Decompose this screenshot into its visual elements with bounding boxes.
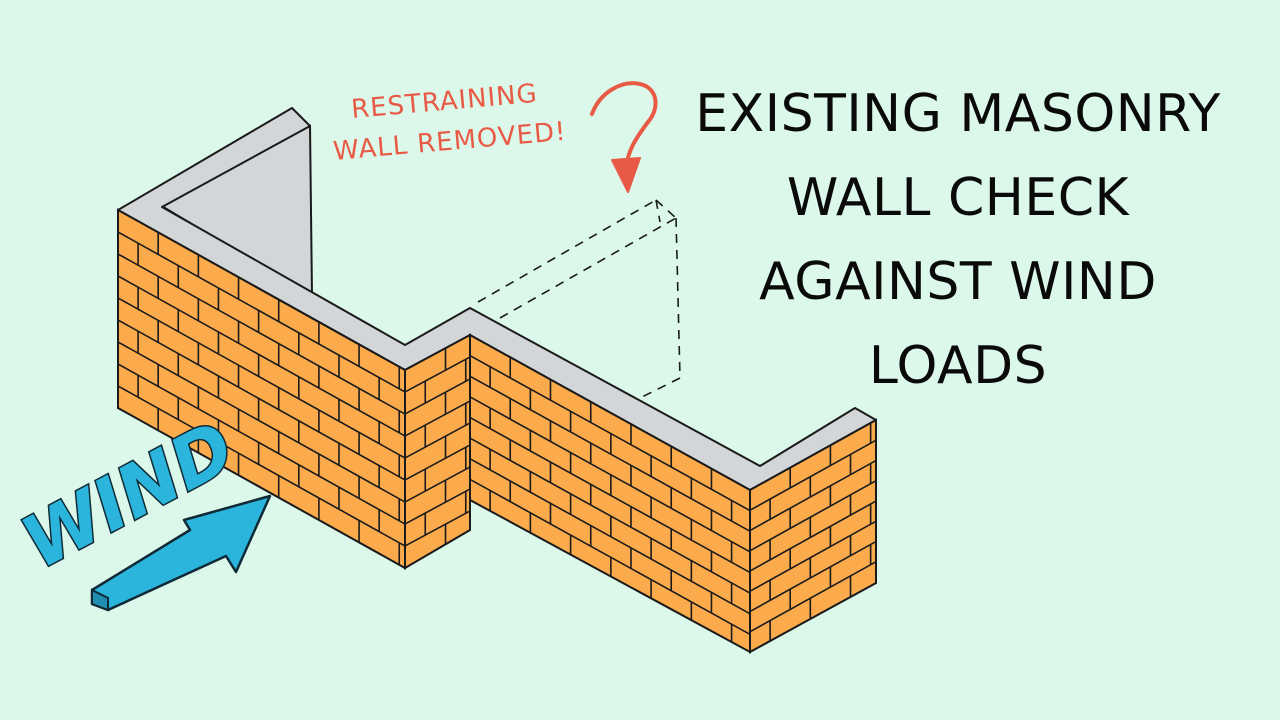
mortar-bed-joint <box>750 495 876 577</box>
mortar-bed-joint <box>118 248 405 420</box>
mortar-bed-joint <box>750 434 876 516</box>
mortar-bed-joint <box>118 292 405 464</box>
mortar-bed-joint <box>405 461 470 508</box>
mortar-bed-joint <box>405 417 470 464</box>
mortar-bed-joint <box>750 535 876 618</box>
annotation-line-2: WALL REMOVED! <box>332 117 568 167</box>
mortar-bed-joint <box>750 454 876 537</box>
mortar-bed-joint <box>118 314 405 486</box>
brick-face-inner-return <box>404 333 471 570</box>
mortar-bed-joint <box>118 380 405 552</box>
mortar-bed-joint <box>405 373 470 420</box>
mortar-bed-joint <box>750 556 876 638</box>
mortar-bed-joint <box>405 505 470 552</box>
mortar-bed-joint <box>118 226 405 398</box>
mortar-bed-joint <box>118 270 405 442</box>
mortar-bed-joint <box>470 473 750 640</box>
title-line-2: WALL CHECK <box>786 168 1130 228</box>
annotation-line-1: RESTRAINING <box>350 79 539 125</box>
mortar-bed-joint <box>118 336 405 508</box>
brick-face-middle <box>469 333 751 654</box>
dashed-removed-wall-icon <box>477 199 681 399</box>
mortar-bed-joint <box>470 350 750 517</box>
mortar-bed-joint <box>470 432 750 599</box>
title-line-1: EXISTING MASONRY <box>695 84 1221 144</box>
page-title: EXISTING MASONRY WALL CHECK AGAINST WIND… <box>648 72 1268 408</box>
mortar-bed-joint <box>750 515 876 597</box>
mortar-bed-joint <box>470 391 750 558</box>
mortar-bed-joint <box>118 358 405 530</box>
title-line-3: AGAINST WIND <box>759 252 1157 312</box>
brick-face-left <box>117 208 406 570</box>
brick-face-right <box>749 418 877 654</box>
wind-arrow-icon <box>90 494 272 612</box>
title-line-4: LOADS <box>868 336 1048 396</box>
mortar-bed-joint <box>750 475 876 557</box>
question-arrow-icon <box>590 81 658 193</box>
